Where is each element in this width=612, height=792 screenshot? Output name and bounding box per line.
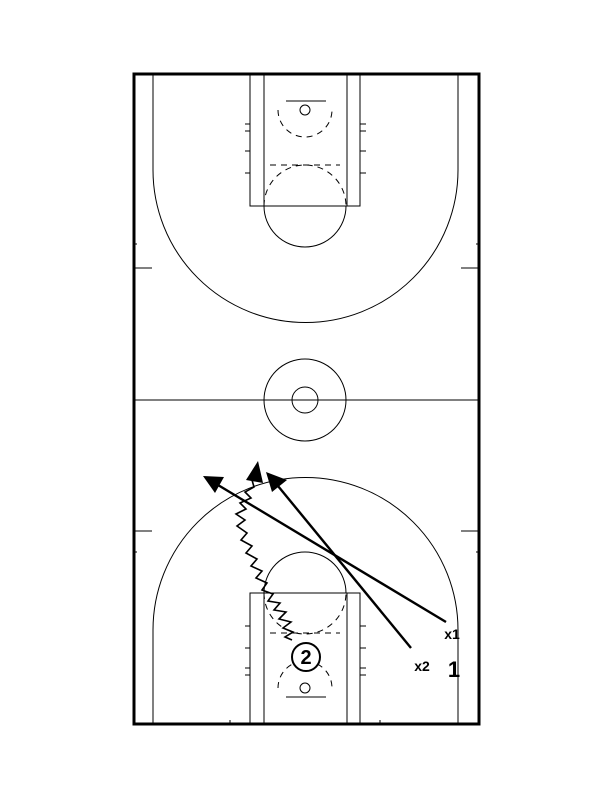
cut-path-x2 bbox=[277, 485, 412, 649]
bottom-free-throw-circle-dashed bbox=[263, 592, 347, 635]
top-free-throw-circle-dashed bbox=[263, 164, 347, 207]
bottom-free-throw-circle-solid bbox=[263, 551, 347, 594]
top-half-court bbox=[152, 73, 459, 323]
top-lane-inner bbox=[263, 73, 348, 207]
bottom-lane-hash-marks bbox=[245, 625, 366, 676]
top-three-point-line bbox=[152, 74, 459, 323]
dribble-arrowhead bbox=[246, 461, 263, 483]
top-lane-outer bbox=[249, 73, 361, 207]
defender-one-label: x1 bbox=[444, 626, 460, 642]
top-free-throw-circle-solid bbox=[263, 205, 347, 248]
top-rim bbox=[299, 104, 311, 116]
center-circle-outer bbox=[263, 358, 347, 442]
cut-arrowhead-x2 bbox=[266, 472, 287, 492]
side-hash-marks bbox=[134, 243, 479, 553]
player-one-label: 1 bbox=[448, 657, 460, 682]
bottom-rim bbox=[299, 682, 311, 694]
bottom-restricted-area bbox=[277, 660, 333, 689]
court-boundary bbox=[132, 72, 481, 726]
top-lane-hash-marks bbox=[245, 123, 366, 174]
cut-arrowhead-x1 bbox=[203, 476, 224, 493]
bottom-half-court bbox=[152, 477, 459, 725]
cut-path-x1 bbox=[217, 483, 447, 624]
center-circle-inner bbox=[291, 386, 319, 414]
bottom-lane-inner bbox=[263, 592, 348, 725]
dribble-path bbox=[234, 479, 295, 641]
bottom-three-point-line bbox=[152, 477, 459, 724]
play-movements bbox=[203, 461, 447, 649]
player-two-label: 2 bbox=[300, 647, 311, 669]
top-restricted-area bbox=[277, 109, 333, 138]
player-markers: 2 1 x1 x2 bbox=[291, 626, 460, 682]
defender-two-label: x2 bbox=[414, 658, 430, 674]
player-two-circle bbox=[291, 642, 321, 672]
